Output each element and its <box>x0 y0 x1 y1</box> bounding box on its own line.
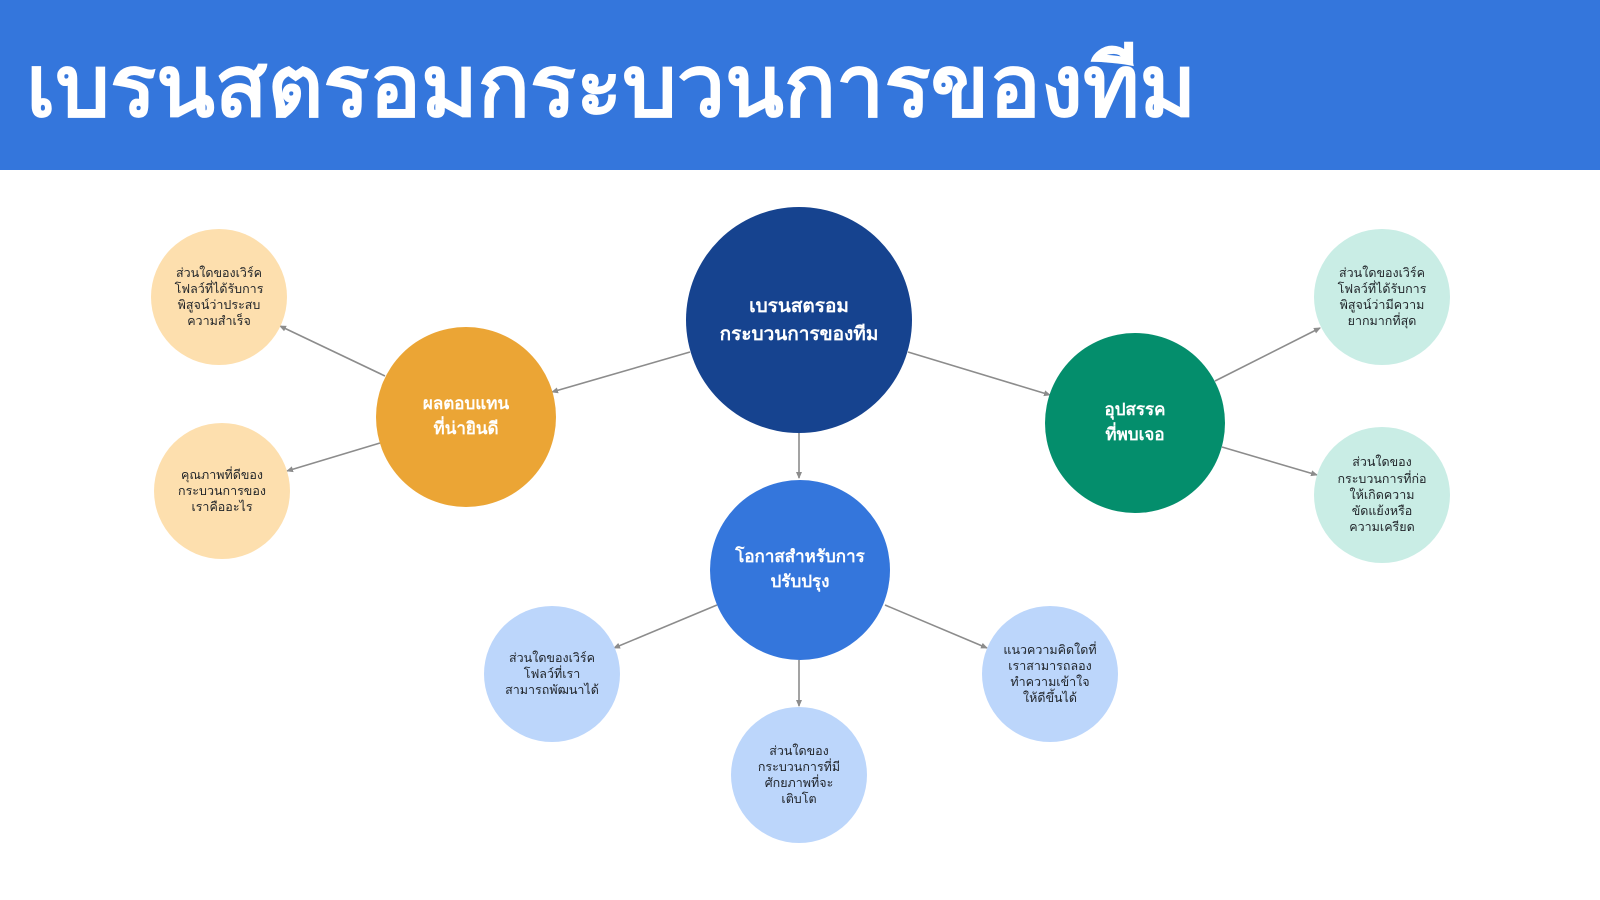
leaf-hardest-line: ส่วนใดของเวิร์ค <box>1339 264 1425 280</box>
leaf-growth-line: ส่วนใดของ <box>769 742 829 758</box>
leaf-develop-line: ส่วนใดของเวิร์ค <box>509 649 595 665</box>
improvement-line-1: โอกาสสำหรับการ <box>735 546 865 567</box>
title-banner: เบรนสตรอมกระบวนการของทีม <box>0 0 1600 170</box>
rewards-node: ผลตอบแทน ที่น่ายินดี <box>376 327 556 507</box>
leaf-develop-line: สามารถพัฒนาได้ <box>505 682 599 698</box>
leaf-success-line: ความสำเร็จ <box>187 313 251 329</box>
leaf-ideas: แนวความคิดใดที่ เราสามารถลอง ทำความเข้าใ… <box>982 606 1118 742</box>
edge-rewards-success <box>279 325 386 377</box>
leaf-growth-line: ศักยภาพที่จะ <box>764 775 834 790</box>
leaf-ideas-line: เราสามารถลอง <box>1008 657 1092 673</box>
center-line-2: กระบวนการของทีม <box>719 323 879 345</box>
obstacles-node: อุปสรรค ที่พบเจอ <box>1045 333 1225 513</box>
obstacles-line-2: ที่พบเจอ <box>1105 425 1165 445</box>
leaf-quality: คุณภาพที่ดีของ กระบวนการของ เราคืออะไร <box>154 423 290 559</box>
leaf-quality-line: กระบวนการของ <box>178 482 266 498</box>
leaf-growth: ส่วนใดของ กระบวนการที่มี ศักยภาพที่จะ เต… <box>731 707 867 843</box>
leaf-ideas-line: ให้ดีขึ้นได้ <box>1023 690 1077 706</box>
leaf-conflict-line: ให้เกิดความ <box>1349 486 1415 502</box>
leaf-success-line: ส่วนใดของเวิร์ค <box>176 264 262 280</box>
leaf-ideas-line: ทำความเข้าใจ <box>1010 674 1090 689</box>
edge-center-obstacles <box>907 351 1051 397</box>
leaf-conflict: ส่วนใดของ กระบวนการที่ก่อ ให้เกิดความ ขั… <box>1314 427 1450 563</box>
leaf-hardest-line: ยากมากที่สุด <box>1347 313 1417 329</box>
edge-obstacles-hard <box>1214 327 1321 382</box>
page-title: เบรนสตรอมกระบวนการของทีม <box>26 36 1197 137</box>
edge-improvement-develop <box>613 604 718 649</box>
leaf-ideas-line: แนวความคิดใดที่ <box>1003 641 1097 657</box>
leaf-develop: ส่วนใดของเวิร์ค โฟลว์ที่เรา สามารถพัฒนาไ… <box>484 606 620 742</box>
rewards-line-1: ผลตอบแทน <box>422 393 510 414</box>
edge-rewards-quality <box>286 442 381 473</box>
leaf-conflict-line: ขัดแย้งหรือ <box>1351 503 1413 519</box>
edge-obstacles-conflict <box>1221 446 1318 477</box>
center-line-1: เบรนสตรอม <box>749 294 849 317</box>
edge-improvement-ideas <box>884 604 988 649</box>
rewards-line-2: ที่น่ายินดี <box>433 419 499 439</box>
leaf-success-line: พิสูจน์ว่าประสบ <box>177 297 261 312</box>
leaf-conflict-line: ส่วนใดของ <box>1352 454 1412 470</box>
leaf-conflict-line: กระบวนการที่ก่อ <box>1337 470 1427 486</box>
leaf-success-line: โฟลว์ที่ได้รับการ <box>174 280 264 296</box>
leaf-conflict-line: ความเครียด <box>1349 519 1415 535</box>
leaf-hardest: ส่วนใดของเวิร์ค โฟลว์ที่ได้รับการ พิสูจน… <box>1314 229 1450 365</box>
improvement-node: โอกาสสำหรับการ ปรับปรุง <box>710 480 890 660</box>
leaf-quality-line: เราคืออะไร <box>191 499 253 515</box>
obstacles-line-1: อุปสรรค <box>1104 399 1166 420</box>
leaf-hardest-line: โฟลว์ที่ได้รับการ <box>1337 280 1427 296</box>
improvement-line-2: ปรับปรุง <box>770 572 830 592</box>
center-node: เบรนสตรอม กระบวนการของทีม <box>686 207 912 433</box>
leaf-hardest-line: พิสูจน์ว่ามีความ <box>1339 297 1425 312</box>
leaf-success: ส่วนใดของเวิร์ค โฟลว์ที่ได้รับการ พิสูจน… <box>151 229 287 365</box>
leaf-quality-line: คุณภาพที่ดีของ <box>181 466 263 482</box>
leaf-growth-line: กระบวนการที่มี <box>757 758 841 774</box>
leaf-develop-line: โฟลว์ที่เรา <box>523 665 581 681</box>
edge-center-rewards <box>551 351 691 394</box>
leaf-growth-line: เติบโต <box>781 791 817 807</box>
